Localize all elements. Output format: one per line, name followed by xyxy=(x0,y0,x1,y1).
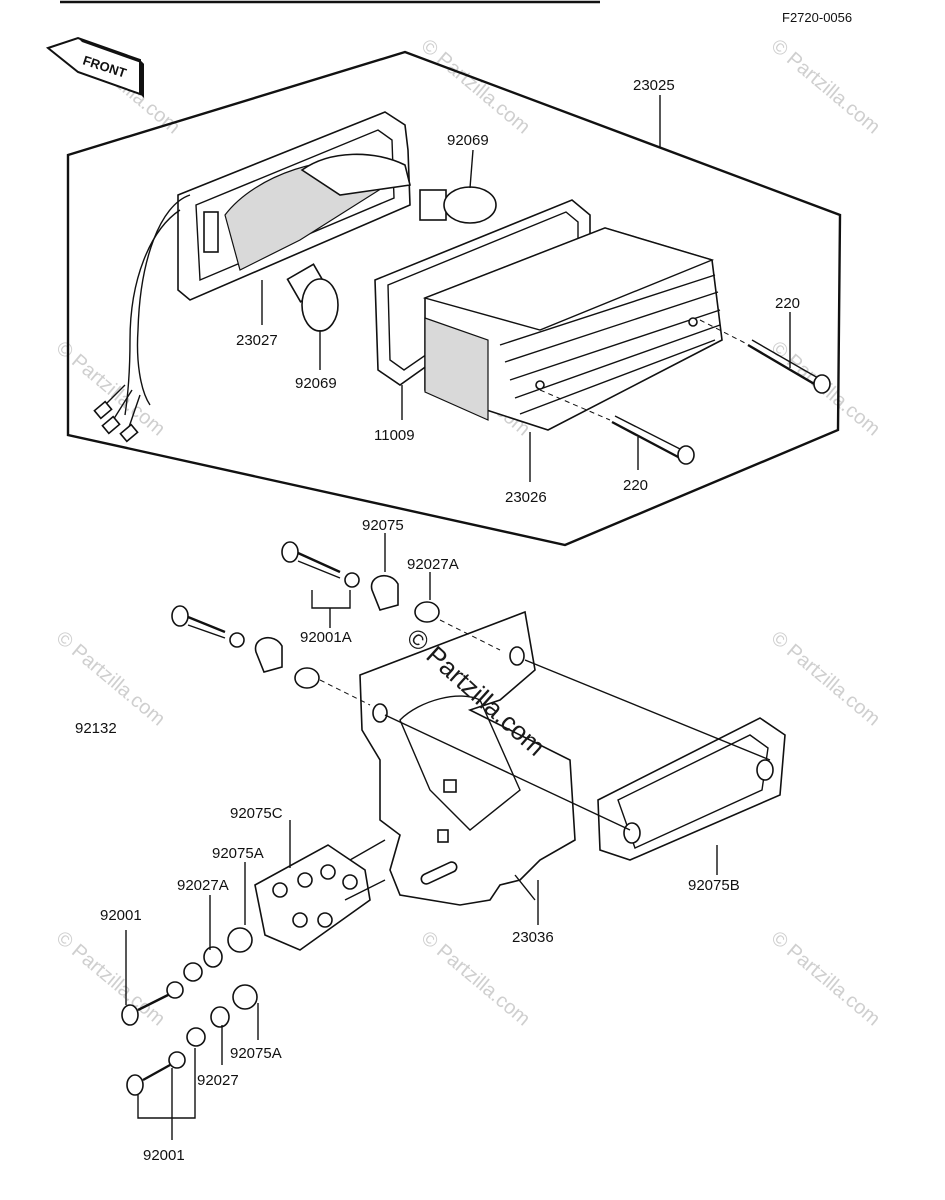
label-220: 220 xyxy=(623,477,648,494)
watermark: © Partzilla.com xyxy=(417,35,534,138)
bolt-92001A xyxy=(281,541,440,623)
bolt-92132 xyxy=(171,605,320,689)
bracket xyxy=(359,610,576,906)
leader-lines xyxy=(125,95,791,1140)
label-220: 220 xyxy=(775,295,800,312)
watermark: © Partzilla.com xyxy=(767,627,884,730)
guide xyxy=(439,619,501,651)
guide xyxy=(524,659,771,761)
label-92027: 92027 xyxy=(197,1072,239,1089)
watermark: © Partzilla.com xyxy=(52,927,169,1030)
screw-lower xyxy=(611,415,695,465)
label-11009: 11009 xyxy=(374,427,415,444)
label-23026: 23026 xyxy=(505,489,547,506)
label-23036: 23036 xyxy=(512,929,554,946)
label-23025: 23025 xyxy=(633,77,675,94)
diagram-code: F2720-0056 xyxy=(782,10,852,25)
label-92132: 92132 xyxy=(75,720,117,737)
guide xyxy=(349,839,386,861)
label-92069: 92069 xyxy=(447,132,489,149)
bulb-lower xyxy=(286,263,339,332)
plate-92075C xyxy=(254,844,371,951)
label-92075C: 92075C xyxy=(230,805,283,822)
label-92001: 92001 xyxy=(100,907,142,924)
label-92075B: 92075B xyxy=(688,877,740,894)
label-92027A: 92027A xyxy=(407,556,459,573)
label-92001: 92001 xyxy=(143,1147,185,1164)
lower-fastener-upper xyxy=(121,927,253,1026)
lamp-base xyxy=(93,111,411,443)
guide xyxy=(344,879,386,901)
front-arrow: FRONT xyxy=(45,36,144,98)
label-92001A: 92001A xyxy=(300,629,352,646)
lower-fastener-lower xyxy=(126,984,258,1096)
screw-upper xyxy=(747,339,831,394)
license-plate-light xyxy=(597,717,786,861)
watermark: © Partzilla.com xyxy=(767,35,884,138)
label-92075: 92075 xyxy=(362,517,404,534)
lens xyxy=(422,227,723,431)
part-labels: 23025 92069 23027 92069 220 11009 23026 … xyxy=(75,77,800,1164)
screw-guide xyxy=(539,389,611,421)
bulb-upper xyxy=(419,186,497,224)
watermark: © Partzilla.com xyxy=(767,927,884,1030)
assembly-outline xyxy=(66,50,842,547)
label-23027: 23027 xyxy=(236,332,278,349)
guide xyxy=(384,714,631,831)
label-92075A: 92075A xyxy=(212,845,264,862)
watermark: © Partzilla.com xyxy=(52,627,169,730)
guide xyxy=(319,679,371,706)
label-92075A: 92075A xyxy=(230,1045,282,1062)
label-92069: 92069 xyxy=(295,375,337,392)
label-92027A: 92027A xyxy=(177,877,229,894)
